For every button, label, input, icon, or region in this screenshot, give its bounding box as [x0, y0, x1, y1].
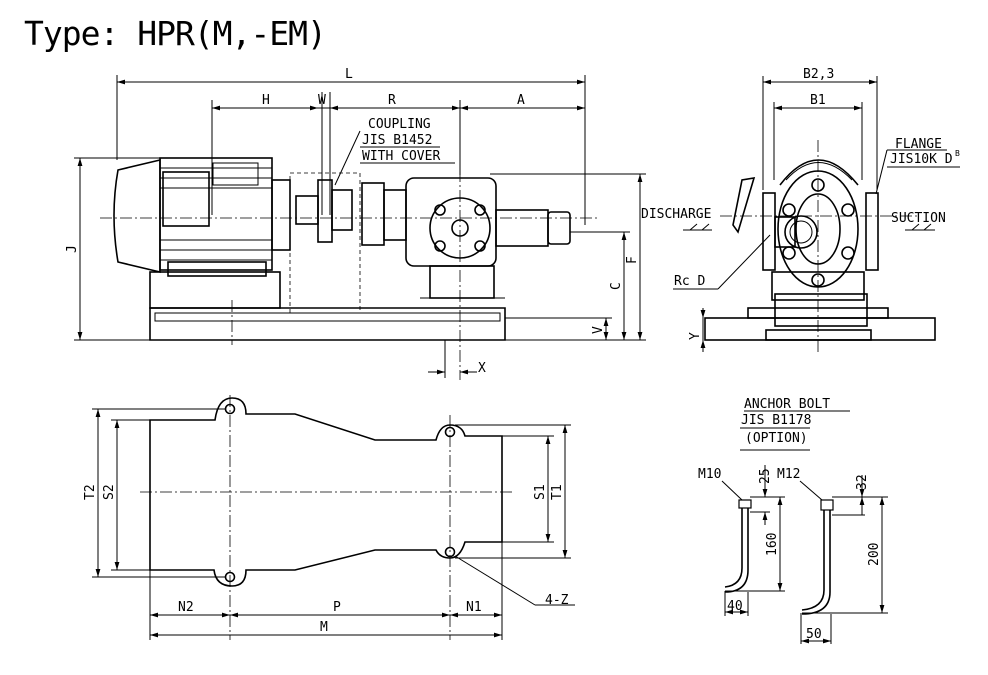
bolt-size-m12: M12 — [777, 467, 800, 482]
dim-label-x: X — [478, 361, 486, 376]
dim-label-w: W — [318, 93, 326, 108]
motor-fan-guard — [779, 159, 859, 186]
motor-fan-cover — [113, 158, 161, 274]
dim-label-b1: B1 — [810, 93, 826, 108]
bolt-m10-length: 160 — [765, 533, 780, 556]
front-baseplate — [704, 317, 936, 341]
dim-label-j: J — [65, 245, 80, 253]
bolt-m12-hook: 50 — [806, 627, 822, 642]
bolt-size-m10: M10 — [698, 467, 721, 482]
dim-label-r: R — [388, 93, 396, 108]
bolt-m12-thread: 32 — [855, 474, 870, 490]
dim-label-t1: T1 — [550, 484, 565, 500]
side-view: L H W R A COUPLING JIS B1452 WITH COVER — [65, 67, 646, 380]
dim-label-m: M — [320, 620, 328, 635]
bolt-m10-thread: 25 — [758, 468, 773, 484]
dim-label-n1: N1 — [466, 600, 482, 615]
base-plan: T2 S2 S1 T1 N2 P N1 M 4-Z — [83, 395, 575, 640]
coupling-note-2: JIS B1452 — [362, 133, 432, 148]
dim-label-a: A — [517, 93, 525, 108]
dim-label-l: L — [345, 67, 353, 82]
flange-superscript: B — [955, 149, 960, 158]
anchor-note-2: JIS B1178 — [741, 413, 811, 428]
holes-note: 4-Z — [545, 593, 569, 608]
discharge-label: DISCHARGE — [641, 207, 711, 222]
front-view: B2,3 B1 DISCHARGE SUCTION FLANGE JIS10K … — [641, 67, 960, 355]
dim-label-v: V — [591, 326, 606, 334]
bolt-m12-length: 200 — [867, 543, 882, 566]
coupling-note-3: WITH COVER — [362, 149, 440, 164]
page-title: Type: HPR(M,-EM) — [24, 14, 327, 53]
terminal-box-front — [732, 177, 756, 234]
dim-label-n2: N2 — [178, 600, 194, 615]
dim-label-c: C — [609, 282, 624, 290]
coupling-note-1: COUPLING — [368, 117, 431, 132]
motor-body — [159, 157, 273, 271]
terminal-box — [162, 171, 210, 227]
rc-note: Rc D — [674, 274, 705, 289]
dim-label-f: F — [625, 256, 640, 264]
bolt-m10-hook: 40 — [727, 599, 743, 614]
bolt-m10 — [724, 508, 749, 593]
dim-label-s1: S1 — [533, 484, 548, 500]
dim-label-p: P — [333, 600, 341, 615]
dim-label-h: H — [262, 93, 270, 108]
coupling-cover — [289, 172, 361, 314]
anchor-note-3: (OPTION) — [745, 431, 808, 446]
suction-label: SUCTION — [891, 211, 946, 226]
flange-note-2: JIS10K D — [890, 152, 953, 167]
dim-label-b23: B2,3 — [803, 67, 834, 82]
dim-label-s2: S2 — [102, 484, 117, 500]
anchor-note-1: ANCHOR BOLT — [744, 397, 830, 412]
pump-casing — [405, 177, 497, 267]
dim-label-t2: T2 — [83, 484, 98, 500]
anchor-bolt-detail: ANCHOR BOLT JIS B1178 (OPTION) M10 25 16… — [698, 397, 888, 644]
bolt-m12 — [801, 510, 831, 615]
flange-note-1: FLANGE — [895, 137, 942, 152]
dim-label-y: Y — [688, 332, 703, 340]
